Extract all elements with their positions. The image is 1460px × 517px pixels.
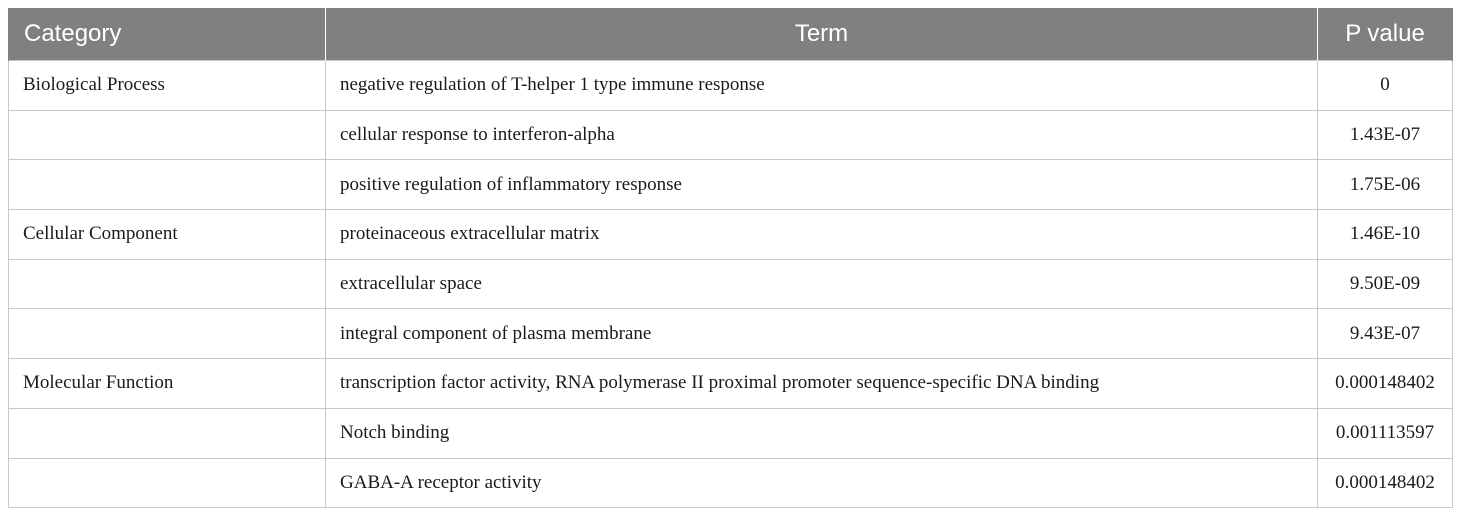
enrichment-table-container: Category Term P value Biological Process…	[8, 8, 1453, 509]
category-cell	[8, 407, 326, 459]
pvalue-cell: 1.75E-06	[1317, 159, 1453, 211]
pvalue-cell: 1.43E-07	[1317, 109, 1453, 161]
term-cell: integral component of plasma membrane	[325, 308, 1318, 360]
term-cell: positive regulation of inflammatory resp…	[325, 159, 1318, 211]
table-row: Molecular Function transcription factor …	[8, 358, 1453, 409]
category-cell	[8, 258, 326, 310]
table-row: Biological Process negative regulation o…	[8, 60, 1453, 111]
header-row: Category Term P value	[8, 8, 1453, 61]
table-row: cellular response to interferon-alpha 1.…	[8, 109, 1453, 161]
pvalue-cell: 0	[1317, 60, 1453, 111]
pvalue-cell: 9.50E-09	[1317, 258, 1453, 310]
table-row: integral component of plasma membrane 9.…	[8, 308, 1453, 360]
category-cell: Biological Process	[8, 60, 326, 111]
pvalue-cell: 0.000148402	[1317, 358, 1453, 409]
pvalue-cell: 0.000148402	[1317, 457, 1453, 509]
table-row: Cellular Component proteinaceous extrace…	[8, 209, 1453, 260]
table-row: extracellular space 9.50E-09	[8, 258, 1453, 310]
table-row: GABA-A receptor activity 0.000148402	[8, 457, 1453, 509]
term-cell: extracellular space	[325, 258, 1318, 310]
category-cell	[8, 457, 326, 509]
category-cell	[8, 308, 326, 360]
category-cell: Cellular Component	[8, 209, 326, 260]
header-category: Category	[8, 8, 326, 61]
header-pvalue: P value	[1317, 8, 1453, 61]
table-body: Biological Process negative regulation o…	[8, 60, 1453, 509]
pvalue-cell: 9.43E-07	[1317, 308, 1453, 360]
enrichment-table: Category Term P value Biological Process…	[8, 8, 1453, 509]
table-row: positive regulation of inflammatory resp…	[8, 159, 1453, 211]
term-cell: transcription factor activity, RNA polym…	[325, 358, 1318, 409]
category-cell: Molecular Function	[8, 358, 326, 409]
term-cell: proteinaceous extracellular matrix	[325, 209, 1318, 260]
term-cell: GABA-A receptor activity	[325, 457, 1318, 509]
term-cell: negative regulation of T-helper 1 type i…	[325, 60, 1318, 111]
term-cell: cellular response to interferon-alpha	[325, 109, 1318, 161]
category-cell	[8, 109, 326, 161]
pvalue-cell: 1.46E-10	[1317, 209, 1453, 260]
header-term: Term	[325, 8, 1318, 61]
table-header: Category Term P value	[8, 8, 1453, 61]
category-cell	[8, 159, 326, 211]
pvalue-cell: 0.001113597	[1317, 407, 1453, 459]
table-row: Notch binding 0.001113597	[8, 407, 1453, 459]
term-cell: Notch binding	[325, 407, 1318, 459]
